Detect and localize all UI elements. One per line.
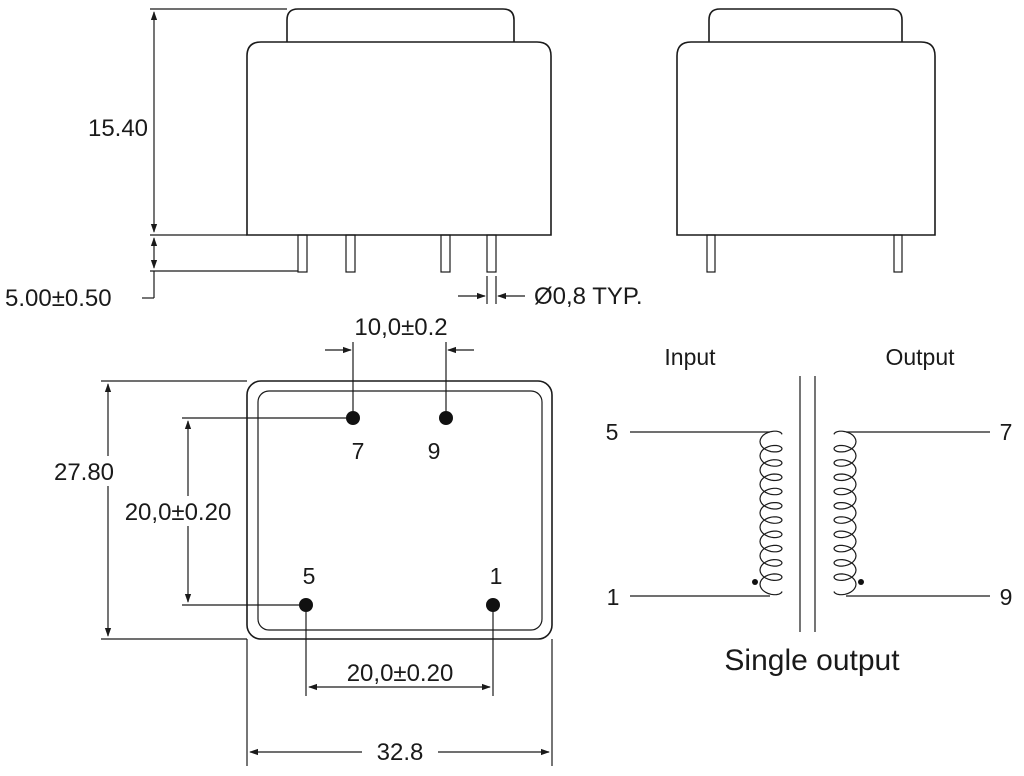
pin-dot-9 xyxy=(439,411,453,425)
width-dim-label: 27.80 xyxy=(54,459,114,486)
pin-length-dim-label: 5.00±0.50 xyxy=(5,285,112,312)
length-dim-label: 32.8 xyxy=(377,739,424,766)
secondary-coil xyxy=(833,430,857,596)
primary-bottom-pin-label: 1 xyxy=(607,584,620,610)
side-pin-right xyxy=(893,234,903,273)
schematic-input-label: Input xyxy=(664,344,716,370)
bottom-pin-label-9: 9 xyxy=(428,438,441,464)
side-bobbin-top xyxy=(708,8,903,42)
schematic-output-label: Output xyxy=(885,344,955,370)
bottom-pin-label-1: 1 xyxy=(490,563,503,589)
secondary-bottom-pin-label: 9 xyxy=(1000,584,1013,610)
bottom-outline-inner xyxy=(257,390,543,631)
front-pin-2 xyxy=(345,234,356,273)
front-pin-4 xyxy=(486,234,497,273)
front-view: 15.40 5.00±0.50 Ø0,8 TYP. xyxy=(5,8,643,312)
secondary-top-pin-label: 7 xyxy=(1000,419,1013,445)
primary-top-pin-label: 5 xyxy=(606,419,619,445)
pin-dot-5 xyxy=(299,598,313,612)
bottom-outline-outer xyxy=(246,380,553,640)
front-bobbin-top xyxy=(286,8,515,42)
pin-dot-7 xyxy=(346,411,360,425)
primary-coil xyxy=(759,430,783,596)
bottom-pin-label-7: 7 xyxy=(352,438,365,464)
secondary-polarity-dot xyxy=(858,579,864,585)
pin-spacing-top-label: 10,0±0.2 xyxy=(354,314,447,341)
front-pin-3 xyxy=(440,234,451,273)
front-pin-1 xyxy=(297,234,308,273)
front-body xyxy=(246,41,552,236)
pin-dot-1 xyxy=(486,598,500,612)
primary-polarity-dot xyxy=(752,579,758,585)
pin-spacing-vert-label: 20,0±0.20 xyxy=(125,499,232,526)
schematic: Input Output 5 1 7 9 Single output xyxy=(606,344,1013,677)
pin-diameter-label: Ø0,8 TYP. xyxy=(534,283,643,310)
bottom-pin-label-5: 5 xyxy=(303,563,316,589)
pin-spacing-bottom-label: 20,0±0.20 xyxy=(347,660,454,687)
schematic-caption: Single output xyxy=(724,644,900,677)
side-body xyxy=(676,41,936,236)
height-dim-label: 15.40 xyxy=(88,115,148,142)
bottom-view: 7 9 5 1 10,0±0.2 27.80 20,0±0.20 20,0±0.… xyxy=(44,314,553,766)
side-pin-left xyxy=(706,234,716,273)
side-view xyxy=(676,8,936,273)
